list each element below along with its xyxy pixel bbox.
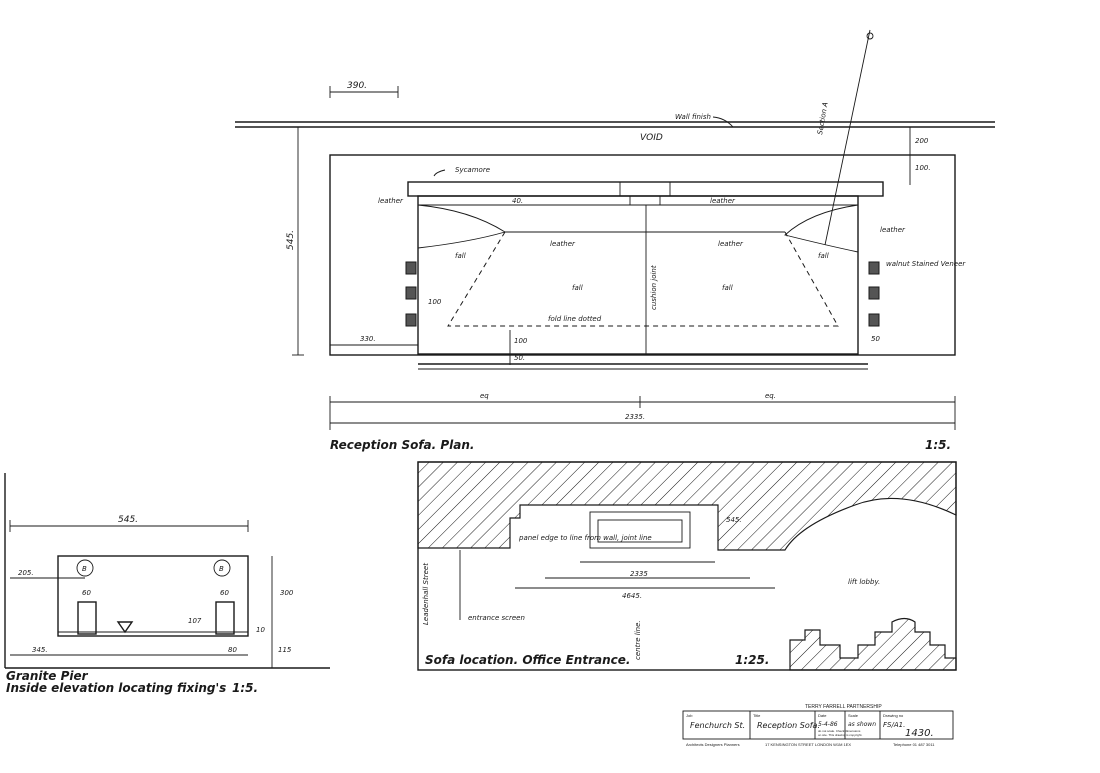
fall-label-2: fall bbox=[572, 284, 583, 292]
tb-drawing: FS/A1. bbox=[883, 721, 905, 729]
dim-300: 300 bbox=[280, 589, 294, 597]
tb-footer-mid: 17 KENSINGTON STREET LONDON W1M 1EX bbox=[765, 742, 851, 747]
sycamore-label: Sycamore bbox=[455, 166, 490, 174]
dim-100-right: 100. bbox=[915, 164, 931, 172]
centre-line-label: centre line. bbox=[634, 620, 642, 660]
dim-115: 115 bbox=[278, 646, 292, 654]
dim-50-mid: 50. bbox=[514, 354, 525, 362]
tb-scale-label: Scale bbox=[848, 713, 859, 718]
section-a-label: Section A bbox=[816, 101, 830, 135]
street-label: Leadenhall Street bbox=[422, 563, 430, 625]
dim-eq-1: eq bbox=[480, 392, 489, 400]
tb-date: 5-4-86 bbox=[818, 721, 838, 728]
dim-345: 345. bbox=[32, 646, 48, 654]
dim-4645: 4645. bbox=[622, 592, 642, 600]
dim-60-right: 60 bbox=[220, 589, 229, 597]
tb-footer-left: Architects Designers Planners bbox=[686, 742, 740, 747]
title-block: TERRY FARRELL PARTNERSHIP Job Fenchurch … bbox=[682, 704, 954, 747]
dim-545-pier: 545. bbox=[118, 515, 138, 525]
leather-label-1: leather bbox=[378, 197, 404, 205]
fall-label-1: fall bbox=[455, 252, 466, 260]
cushion-joint-label: cushion joint bbox=[650, 265, 658, 310]
dim-545-loc: 545. bbox=[726, 516, 742, 524]
fold-line-label: fold line dotted bbox=[548, 315, 602, 323]
tb-scale: as shown bbox=[848, 721, 876, 728]
dim-100-left: 100 bbox=[428, 298, 442, 306]
leather-label-5: leather bbox=[880, 226, 906, 234]
plan-view: 390. Wall finish Section A VOID 545. 200… bbox=[235, 29, 995, 452]
dim-2335-plan: 2335. bbox=[625, 413, 645, 421]
fall-label-4: fall bbox=[818, 252, 829, 260]
plan-title: Reception Sofa. Plan. bbox=[330, 438, 475, 452]
dim-390: 390. bbox=[347, 81, 367, 91]
pier-scale: 1:5. bbox=[232, 681, 258, 695]
pier-elevation: 545. 205. B B 60 60 107 300 10 115 345. … bbox=[4, 473, 330, 695]
dim-545-plan: 545. bbox=[286, 230, 296, 250]
dim-80: 80 bbox=[228, 646, 237, 654]
plan-scale: 1:5. bbox=[925, 438, 951, 452]
dim-10: 10 bbox=[256, 626, 265, 634]
dim-100-mid: 100 bbox=[514, 337, 528, 345]
leather-label-4: leather bbox=[718, 240, 744, 248]
walnut-veneer-label: walnut Stained Veneer bbox=[886, 260, 966, 268]
tb-drawing-label: Drawing no bbox=[883, 713, 904, 718]
location-scale: 1:25. bbox=[735, 653, 769, 667]
tb-number: 1430. bbox=[905, 728, 934, 739]
tb-firm: TERRY FARRELL PARTNERSHIP bbox=[805, 704, 882, 710]
tb-footer-right: Telephone 01 487 3011 bbox=[893, 742, 935, 747]
dim-40: 40. bbox=[512, 197, 523, 205]
lift-lobby-label: lift lobby. bbox=[848, 578, 880, 586]
entrance-label: entrance screen bbox=[468, 614, 525, 622]
leather-label-3: leather bbox=[550, 240, 576, 248]
location-title: Sofa location. Office Entrance. bbox=[425, 653, 630, 667]
location-plan: 545. Leadenhall Street entrance screen p… bbox=[417, 461, 957, 671]
void-label: VOID bbox=[640, 133, 663, 143]
tb-title-label: Title bbox=[753, 713, 761, 718]
dim-107: 107 bbox=[188, 617, 202, 625]
fixing-b-2: B bbox=[219, 565, 224, 573]
tb-note-2: on site. This drawing is copyright. bbox=[818, 733, 862, 737]
dim-205: 205. bbox=[18, 569, 34, 577]
dim-60-left: 60 bbox=[82, 589, 91, 597]
pier-title-1: Granite Pier bbox=[6, 669, 89, 683]
tb-job: Fenchurch St. bbox=[690, 721, 745, 730]
pier-title-2: Inside elevation locating fixing's bbox=[6, 681, 226, 695]
loc-note: panel edge to line from wall, joint line bbox=[518, 534, 652, 542]
dim-200: 200 bbox=[915, 137, 929, 145]
dim-330: 330. bbox=[360, 335, 376, 343]
fixing-b-1: B bbox=[82, 565, 87, 573]
tb-title: Reception Sofa. bbox=[757, 721, 820, 730]
dim-50-right: 50 bbox=[871, 335, 880, 343]
fall-label-3: fall bbox=[722, 284, 733, 292]
wall-finish-label: Wall finish bbox=[675, 113, 711, 121]
leather-label-2: leather bbox=[710, 197, 736, 205]
tb-note-1: do not scale. Check dimensions bbox=[818, 729, 861, 733]
dim-2335-loc: 2335 bbox=[630, 570, 648, 578]
tb-job-label: Job bbox=[686, 713, 693, 718]
dim-eq-2: eq. bbox=[765, 392, 776, 400]
tb-date-label: Date bbox=[818, 713, 827, 718]
